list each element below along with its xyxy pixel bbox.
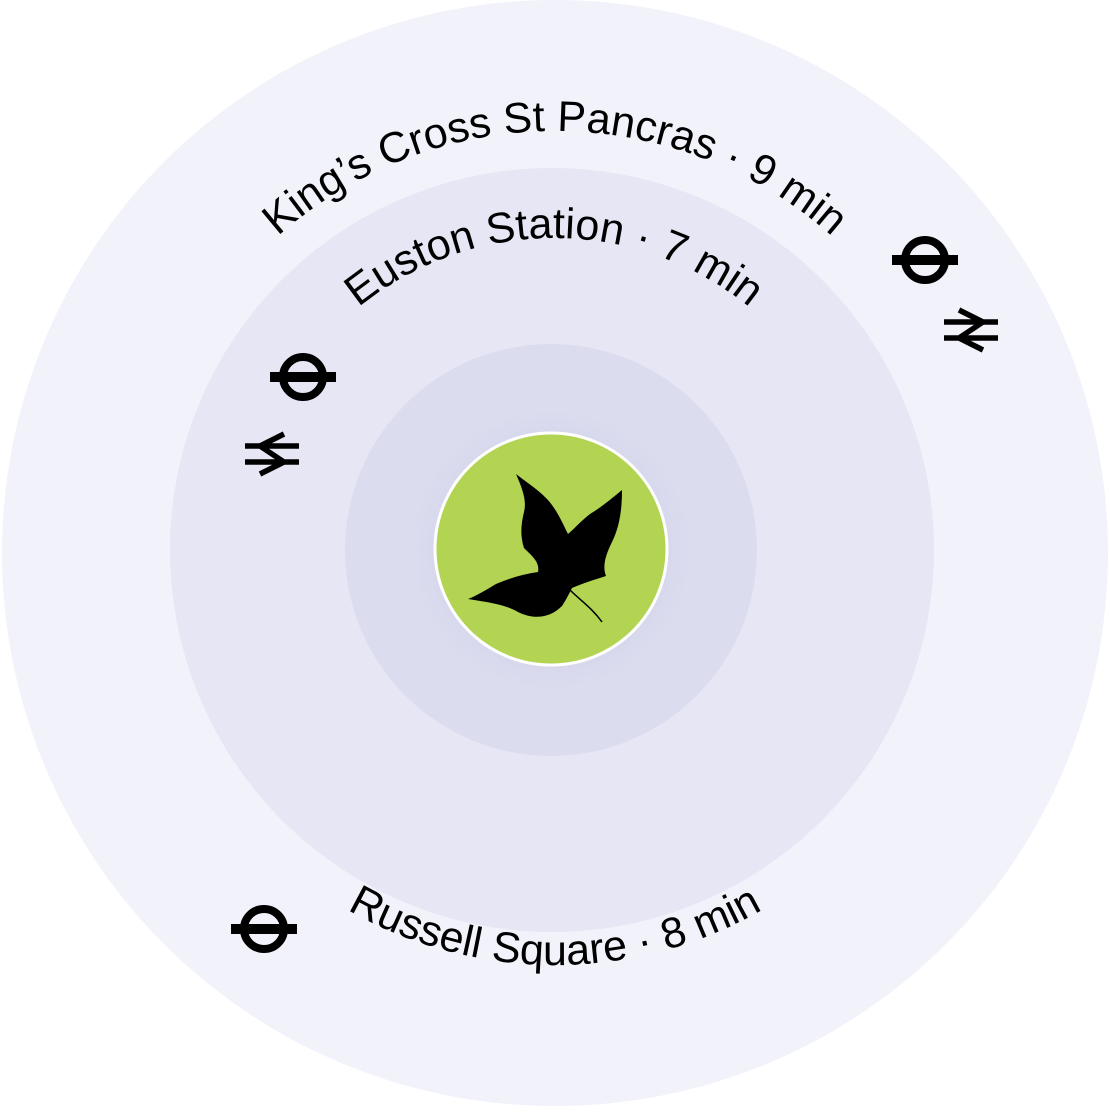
leaf-icon <box>468 474 622 623</box>
underground-roundel-icon <box>231 905 297 953</box>
underground-roundel-icon <box>270 353 336 401</box>
underground-roundel-icon <box>892 236 958 284</box>
center-badge <box>433 431 669 667</box>
national-rail-icon <box>245 431 299 477</box>
national-rail-icon <box>944 307 998 353</box>
